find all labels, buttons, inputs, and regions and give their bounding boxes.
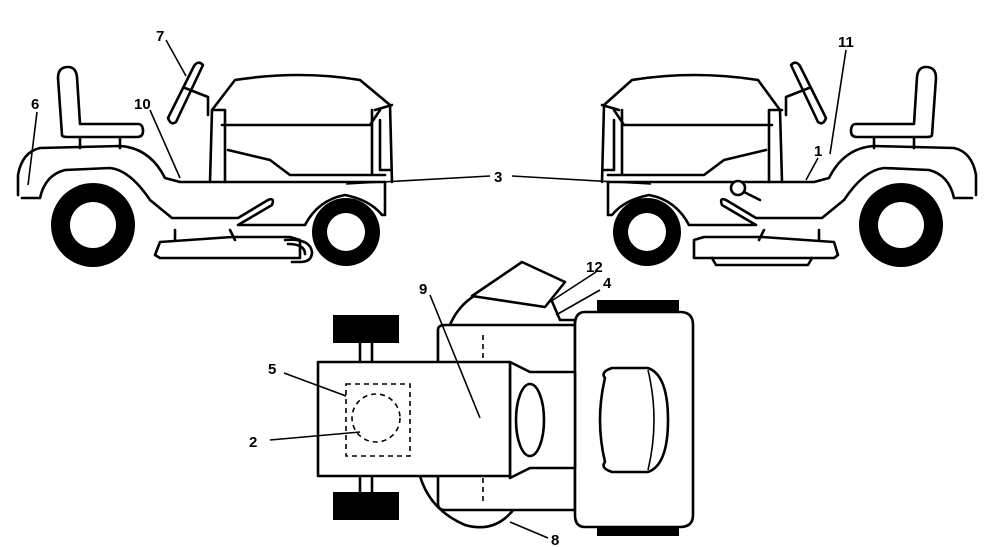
callout-9: 9 <box>419 281 427 298</box>
seat-top <box>598 366 670 474</box>
hood <box>600 73 784 184</box>
grille <box>767 108 784 184</box>
tractor-right-side-view <box>600 61 978 267</box>
body-lower <box>20 166 387 227</box>
seat <box>849 65 938 139</box>
lift-lever-knob <box>729 179 747 197</box>
deck-link <box>173 228 237 242</box>
leader-7 <box>165 39 187 77</box>
leader-1 <box>805 157 819 181</box>
hood-line <box>606 108 774 177</box>
leader-2 <box>269 431 361 441</box>
deck-chute <box>283 238 314 264</box>
callout-4: 4 <box>603 275 612 292</box>
seat-back-line <box>647 369 655 471</box>
leader-3b <box>511 175 652 185</box>
mower-deck <box>153 235 302 260</box>
callout-3: 3 <box>494 169 502 186</box>
callout-1: 1 <box>814 143 822 160</box>
lift-lever <box>742 190 762 202</box>
leader-12 <box>549 271 597 303</box>
hood-front <box>600 103 621 172</box>
leader-3a <box>345 175 491 185</box>
hood-top <box>316 360 512 478</box>
leader-4 <box>555 289 601 316</box>
steering-column <box>784 86 811 117</box>
front-wheel-inner <box>628 213 666 251</box>
front-axle <box>358 341 374 494</box>
hood <box>208 73 394 184</box>
front-wheel-inner <box>327 213 365 251</box>
callout-8: 8 <box>551 532 559 547</box>
mower-deck <box>692 235 840 260</box>
steering-wheel <box>166 61 205 125</box>
callout-labels: 1 2 3 4 5 6 7 8 9 10 11 12 <box>31 28 854 547</box>
engine-outline <box>345 383 411 457</box>
tractor-left-side-view <box>16 61 394 267</box>
callout-5: 5 <box>268 361 276 378</box>
front-tire-bottom <box>333 492 399 520</box>
grille <box>210 108 227 184</box>
leader-9 <box>429 294 481 419</box>
callout-12: 12 <box>586 259 603 276</box>
hood-line <box>220 108 387 177</box>
leader-5 <box>283 372 347 397</box>
callout-2: 2 <box>249 434 257 451</box>
callout-6: 6 <box>31 96 39 113</box>
leader-8 <box>509 521 549 539</box>
rear-wheel-inner <box>70 202 116 248</box>
leader-11 <box>829 49 847 155</box>
deck-link <box>757 228 821 242</box>
front-tire-top <box>333 315 399 343</box>
steering-wheel <box>789 61 828 125</box>
steering-wheel-top <box>514 382 546 458</box>
hood-front <box>373 103 394 172</box>
deck-skirt <box>710 256 814 267</box>
engine-circle <box>351 393 401 443</box>
rear-fender <box>16 144 387 197</box>
seat <box>56 65 145 139</box>
body-lower <box>606 166 974 227</box>
rear-fender <box>606 144 978 197</box>
rear-wheel-inner <box>878 202 924 248</box>
leader-lines <box>27 39 847 539</box>
leader-6 <box>27 111 38 186</box>
tractor-top-view <box>316 260 695 536</box>
discharge-chute <box>470 260 567 309</box>
callout-7: 7 <box>156 28 164 45</box>
leader-10 <box>149 109 181 179</box>
callout-10: 10 <box>134 96 151 113</box>
rear-tire-top <box>597 300 679 314</box>
steering-column <box>183 86 210 117</box>
callout-11: 11 <box>838 34 854 51</box>
